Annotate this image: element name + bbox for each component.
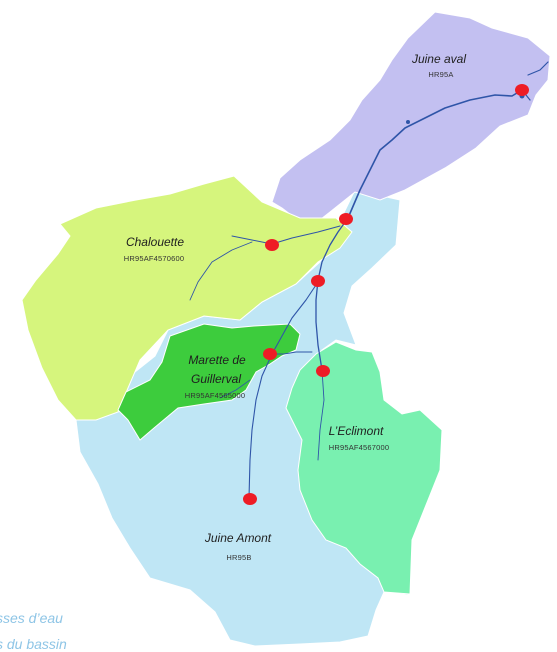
juine-amont-code: HR95B xyxy=(226,553,251,562)
station-marker[interactable] xyxy=(265,239,279,251)
chalouette-code: HR95AF4570600 xyxy=(124,254,185,263)
juine-amont-name: Juine Amont xyxy=(204,531,272,545)
chalouette-name: Chalouette xyxy=(126,235,184,249)
river-network xyxy=(189,61,549,499)
marette-name-line2: Guillerval xyxy=(191,372,241,386)
juine-aval-code: HR95A xyxy=(428,70,453,79)
caption-line-1: sses d’eau xyxy=(0,610,63,626)
marette-name-line1: Marette de xyxy=(188,353,246,367)
station-marker[interactable] xyxy=(243,493,257,505)
station-markers xyxy=(243,84,529,505)
station-marker[interactable] xyxy=(263,348,277,360)
region-eclimont[interactable] xyxy=(285,341,443,595)
station-marker[interactable] xyxy=(515,84,529,96)
region-chalouette[interactable] xyxy=(21,175,353,421)
station-marker[interactable] xyxy=(339,213,353,225)
marette-code: HR95AF4565000 xyxy=(185,391,246,400)
station-marker[interactable] xyxy=(316,365,330,377)
juine-aval-name: Juine aval xyxy=(411,52,466,66)
caption-line-2: s du bassin xyxy=(0,636,67,652)
eclimont-name: L’Eclimont xyxy=(329,424,384,438)
station-marker[interactable] xyxy=(311,275,325,287)
eclimont-code: HR95AF4567000 xyxy=(329,443,390,452)
region-juine-aval[interactable] xyxy=(271,11,551,227)
